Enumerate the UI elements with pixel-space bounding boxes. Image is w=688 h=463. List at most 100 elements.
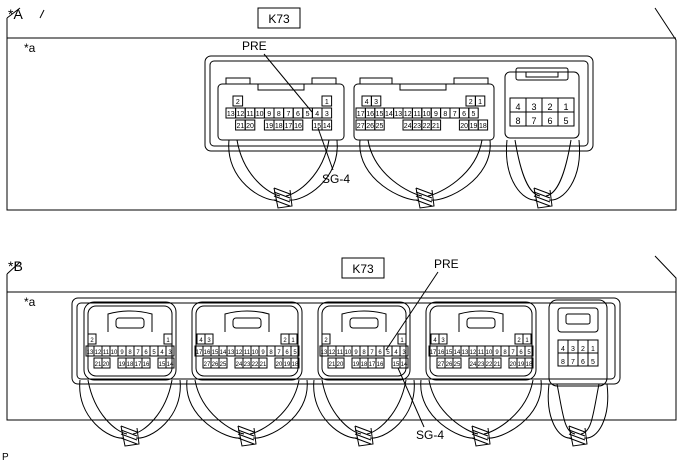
pin-number: 5 bbox=[306, 111, 310, 118]
pin-number: 10 bbox=[252, 350, 259, 356]
pin-number: 13 bbox=[228, 350, 235, 356]
pin-number: 1 bbox=[525, 338, 529, 344]
pin-number: 2 bbox=[547, 102, 552, 112]
harness-tape bbox=[273, 195, 291, 203]
pin-number: 18 bbox=[361, 362, 368, 368]
harness-outline bbox=[359, 139, 420, 201]
harness-end bbox=[354, 425, 374, 447]
callout-pre: PRE bbox=[242, 39, 267, 53]
harness-wire bbox=[556, 383, 576, 435]
harness-tape bbox=[471, 425, 489, 433]
pin-number: 17 bbox=[430, 350, 437, 356]
pin-number: 12 bbox=[95, 350, 102, 356]
pin-number: 1 bbox=[478, 99, 482, 106]
guide-rail bbox=[225, 77, 337, 84]
lock-tab bbox=[257, 84, 305, 91]
pin-number: 13 bbox=[321, 350, 328, 356]
pin-number: 6 bbox=[285, 350, 289, 356]
pin-number: 14 bbox=[323, 123, 331, 130]
pin-number: 21 bbox=[329, 362, 336, 368]
pin-number: 16 bbox=[438, 350, 445, 356]
pin-number: 4 bbox=[160, 350, 164, 356]
pin-number: 11 bbox=[246, 111, 253, 118]
pin-cell bbox=[399, 345, 409, 357]
connector-plate-inner bbox=[76, 302, 616, 380]
lock-slot bbox=[232, 317, 262, 329]
pin-number: 26 bbox=[366, 123, 374, 130]
pin-number: 11 bbox=[244, 350, 251, 356]
pin-number: 4 bbox=[315, 111, 319, 118]
pin-number: 11 bbox=[478, 350, 485, 356]
pin-number: 15 bbox=[376, 111, 384, 118]
pin-number: 6 bbox=[519, 350, 523, 356]
pin-cell bbox=[141, 357, 151, 369]
pin-number: 5 bbox=[591, 359, 595, 366]
harness-tape bbox=[237, 425, 255, 433]
pin-number: 13 bbox=[227, 111, 235, 118]
callout-pre: PRE bbox=[434, 257, 459, 271]
harness-wire bbox=[428, 379, 479, 435]
harness-tape bbox=[120, 433, 138, 441]
callout-sg4: SG-4 bbox=[416, 428, 444, 442]
harness-tape bbox=[471, 433, 489, 441]
pin-number: 18 bbox=[127, 362, 134, 368]
pin-number: 12 bbox=[236, 350, 243, 356]
pin-number: 5 bbox=[527, 350, 531, 356]
lock-tab bbox=[341, 310, 387, 332]
pin-number: 24 bbox=[404, 123, 412, 130]
pin-number: 5 bbox=[293, 350, 297, 356]
harness-wire bbox=[321, 379, 362, 435]
pin-number: 14 bbox=[401, 362, 408, 368]
pin-number: 1 bbox=[325, 99, 329, 106]
pin-number: 9 bbox=[261, 350, 265, 356]
harness-wire bbox=[545, 139, 572, 197]
pin-number: 2 bbox=[283, 338, 287, 344]
pin-number: 10 bbox=[423, 111, 431, 118]
pin-number: 20 bbox=[337, 362, 344, 368]
pin-number: 18 bbox=[292, 362, 299, 368]
connector-plate bbox=[204, 55, 594, 152]
pin-number: 10 bbox=[345, 350, 352, 356]
pin-cell bbox=[438, 333, 448, 345]
connector-inner bbox=[429, 305, 533, 377]
pin-number: 24 bbox=[470, 362, 477, 368]
pin-cell bbox=[258, 357, 268, 369]
harness-tape bbox=[568, 433, 586, 441]
pin-cell bbox=[290, 357, 300, 369]
pin-number: 9 bbox=[354, 350, 358, 356]
pin-number: 22 bbox=[423, 123, 431, 130]
callout-sg4: SG-4 bbox=[322, 172, 350, 186]
pin-number: 21 bbox=[494, 362, 501, 368]
ecu-edge bbox=[39, 9, 45, 19]
pin-number: 13 bbox=[462, 350, 469, 356]
pin-cell bbox=[430, 119, 442, 131]
pin-number: 25 bbox=[220, 362, 227, 368]
pin-cell bbox=[321, 119, 333, 131]
pin-cell bbox=[218, 357, 228, 369]
harness-outline bbox=[430, 139, 491, 201]
pin-cell bbox=[524, 345, 534, 357]
harness-outline bbox=[135, 379, 181, 439]
pin-number: 1 bbox=[166, 338, 170, 344]
pin-number: 19 bbox=[119, 362, 126, 368]
harness-outline bbox=[186, 379, 242, 439]
pin-cell bbox=[335, 357, 345, 369]
harness-end bbox=[533, 187, 553, 209]
pin-number: 19 bbox=[284, 362, 291, 368]
lock-tab bbox=[458, 310, 504, 332]
connector-plate bbox=[71, 297, 621, 385]
figure-code: P bbox=[2, 452, 9, 463]
pin-number: 16 bbox=[366, 111, 374, 118]
pin-number: 7 bbox=[277, 350, 281, 356]
pin-cell bbox=[474, 95, 486, 107]
harness-wire bbox=[249, 379, 300, 435]
lock-slot bbox=[115, 317, 145, 329]
view-label: *A bbox=[8, 6, 23, 22]
lock-tab bbox=[515, 67, 569, 81]
pin-number: 26 bbox=[212, 362, 219, 368]
pin-number: 14 bbox=[454, 350, 461, 356]
